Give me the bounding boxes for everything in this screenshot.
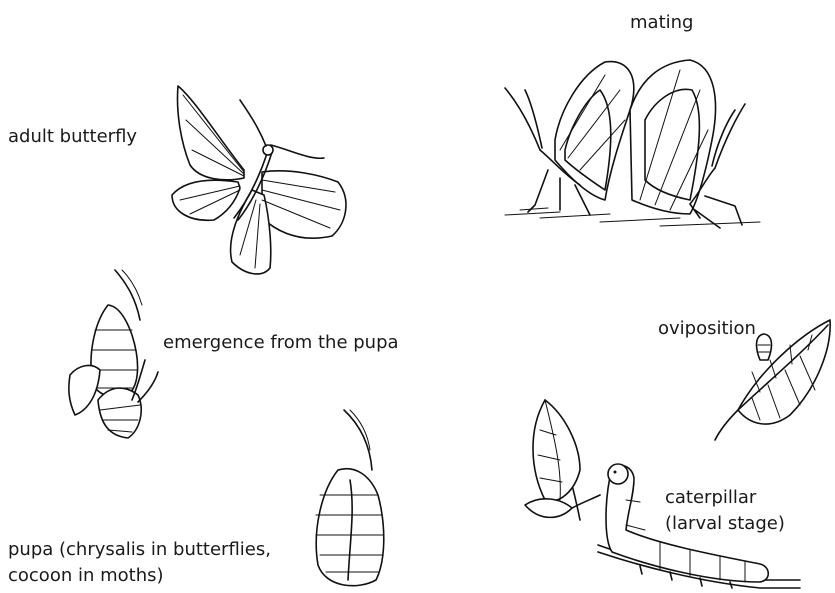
butterfly-icon — [172, 86, 346, 274]
leaf-with-egg-icon — [715, 320, 830, 440]
emerging-butterfly-icon — [69, 270, 158, 438]
chrysalis-icon — [316, 410, 384, 586]
mating-butterflies-icon — [505, 60, 760, 228]
caterpillar-on-twig-icon — [525, 400, 800, 588]
